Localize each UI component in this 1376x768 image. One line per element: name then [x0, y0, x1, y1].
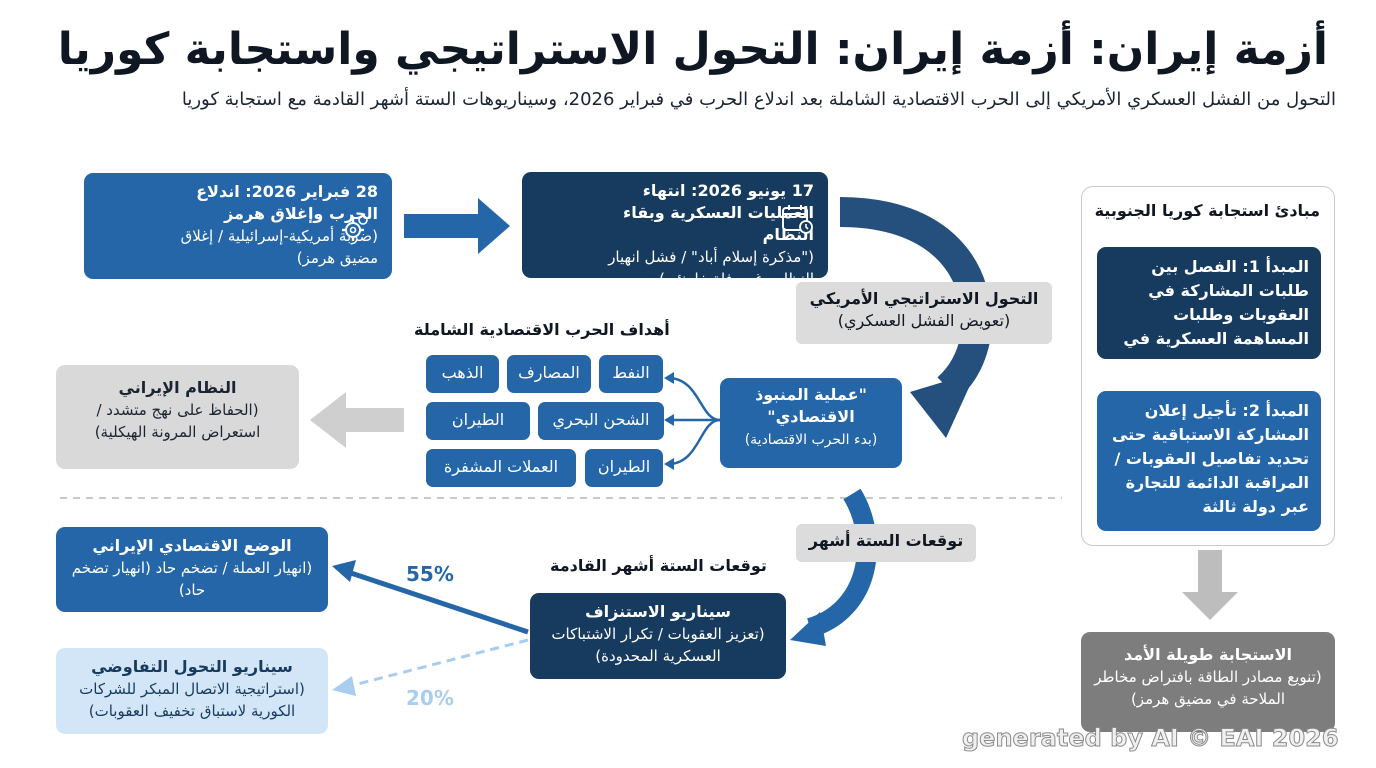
korea-principles-panel: مبادئ استجابة كوريا الجنوبية المبدأ 1: ا… — [1081, 186, 1335, 546]
korea-principle-1-title: المبدأ 1: الفصل بين طلبات المشاركة في ال… — [1123, 257, 1309, 372]
korea-long-term-title: الاستجابة طويلة الأمد — [1124, 645, 1292, 664]
arrow-to-econ-head — [332, 560, 356, 582]
scenario-attrition-title: سيناريو الاستنزاف — [585, 602, 731, 621]
event-outbreak-title: 28 فبراير 2026: اندلاع الحرب وإغلاق هرمز — [196, 182, 378, 223]
arrow-principles-to-longterm — [1182, 550, 1238, 620]
page-title: أزمة إيران: أزمة إيران: التحول الاستراتي… — [57, 24, 1328, 75]
arrow-to-negotiation-head — [332, 676, 356, 696]
forecast-label: توقعات الستة أشهر — [796, 524, 976, 562]
arrow-goals-to-regime — [310, 392, 404, 448]
goal-connector-heads — [664, 372, 674, 470]
event-outbreak-box: 28 فبراير 2026: اندلاع الحرب وإغلاق هرمز… — [84, 173, 392, 279]
arrow-to-negotiation — [349, 638, 529, 688]
goal-connectors — [669, 376, 721, 466]
korea-principle-2-title: المبدأ 2: تأجيل إعلان المشاركة الاستباقي… — [1111, 401, 1309, 516]
war-goals-heading: أهداف الحرب الاقتصادية الشاملة — [414, 320, 670, 339]
scenario-econ-detail: (انهيار العملة / تضخم حاد (انهيار تضخم ح… — [71, 559, 313, 599]
iran-regime-detail: (الحفاظ على نهج متشدد / استعراض المرونة … — [94, 401, 261, 441]
event-end-ops-title: 17 يونيو 2026: انتهاء العمليات العسكرية … — [623, 181, 814, 244]
korea-principle-1-box: المبدأ 1: الفصل بين طلبات المشاركة في ال… — [1097, 247, 1321, 372]
operation-detail: (بدء الحرب الاقتصادية) — [744, 432, 878, 448]
strategic-shift-detail: (تعويض الفشل العسكري) — [837, 311, 1011, 330]
korea-long-term-box: الاستجابة طويلة الأمد (تنويع مصادر الطاق… — [1081, 632, 1335, 732]
strategic-shift-label: التحول الاستراتيجي الأمريكي (تعويض الفشل… — [796, 282, 1052, 344]
scenario-attrition-detail: (تعزيز العقوبات / تكرار الاشتباكات العسك… — [551, 625, 765, 665]
scenario-econ-title: الوضع الاقتصادي الإيراني — [92, 536, 292, 555]
arrow-to-econ — [347, 569, 529, 635]
operation-box: "عملية المنبوذ الاقتصادي" (بدء الحرب الا… — [720, 378, 902, 468]
scenario-econ-box: الوضع الاقتصادي الإيراني (انهيار العملة … — [56, 527, 328, 612]
korea-long-term-detail: (تنويع مصادر الطاقة بافتراض مخاطر الملاح… — [1094, 668, 1322, 708]
goal-chip-aviation-2: الطيران — [585, 449, 663, 487]
goal-chip-banks: المصارف — [507, 355, 591, 393]
page-subtitle: التحول من الفشل العسكري الأمريكي إلى الح… — [181, 89, 1336, 110]
scenario-negotiation-percent: 20% — [406, 686, 454, 710]
strategic-shift-title: التحول الاستراتيجي الأمريكي — [809, 289, 1039, 308]
operation-title: "عملية المنبوذ الاقتصادي" — [755, 385, 867, 426]
iran-regime-title: النظام الإيراني — [118, 378, 237, 397]
goal-chip-shipping: الشحن البحري — [538, 402, 664, 440]
scenario-negotiation-detail: (استراتيجية الاتصال المبكر للشركات الكور… — [79, 680, 305, 720]
watermark-text: generated by AI © EAI 2026 — [962, 724, 1340, 753]
korea-principles-heading: مبادئ استجابة كوريا الجنوبية — [1094, 201, 1320, 220]
event-end-ops-box: 17 يونيو 2026: انتهاء العمليات العسكرية … — [522, 172, 828, 288]
scenario-negotiation-title: سيناريو التحول التفاوضي — [91, 657, 293, 676]
goal-chip-oil: النفط — [599, 355, 663, 393]
korea-principle-2-box: المبدأ 2: تأجيل إعلان المشاركة الاستباقي… — [1097, 391, 1321, 531]
gear-icon — [342, 215, 368, 241]
scenario-negotiation-box: سيناريو التحول التفاوضي (استراتيجية الات… — [56, 648, 328, 734]
arrow-outbreak-to-end — [404, 198, 510, 254]
arrow-end-to-operation-head — [910, 372, 976, 438]
goal-chip-crypto: العملات المشفرة — [426, 449, 576, 487]
goal-chip-gold: الذهب — [426, 355, 499, 393]
scenario-econ-percent: 55% — [406, 562, 454, 586]
goal-chip-aviation: الطيران — [426, 402, 530, 440]
scenarios-heading: توقعات الستة أشهر القادمة — [550, 556, 767, 575]
calendar-icon — [782, 205, 813, 234]
scenario-attrition-box: سيناريو الاستنزاف (تعزيز العقوبات / تكرا… — [530, 593, 786, 679]
iran-regime-box: النظام الإيراني (الحفاظ على نهج متشدد / … — [56, 365, 299, 469]
event-outbreak-detail: (ضربة أمريكية-إسرائيلية / إغلاق مضيق هرم… — [180, 227, 378, 267]
arrow-operation-to-attrition-head — [790, 612, 826, 646]
event-end-ops-detail: ("مذكرة إسلام أباد" / فشل انهيار النظام … — [608, 248, 814, 288]
arrow-operation-to-attrition — [806, 488, 877, 638]
